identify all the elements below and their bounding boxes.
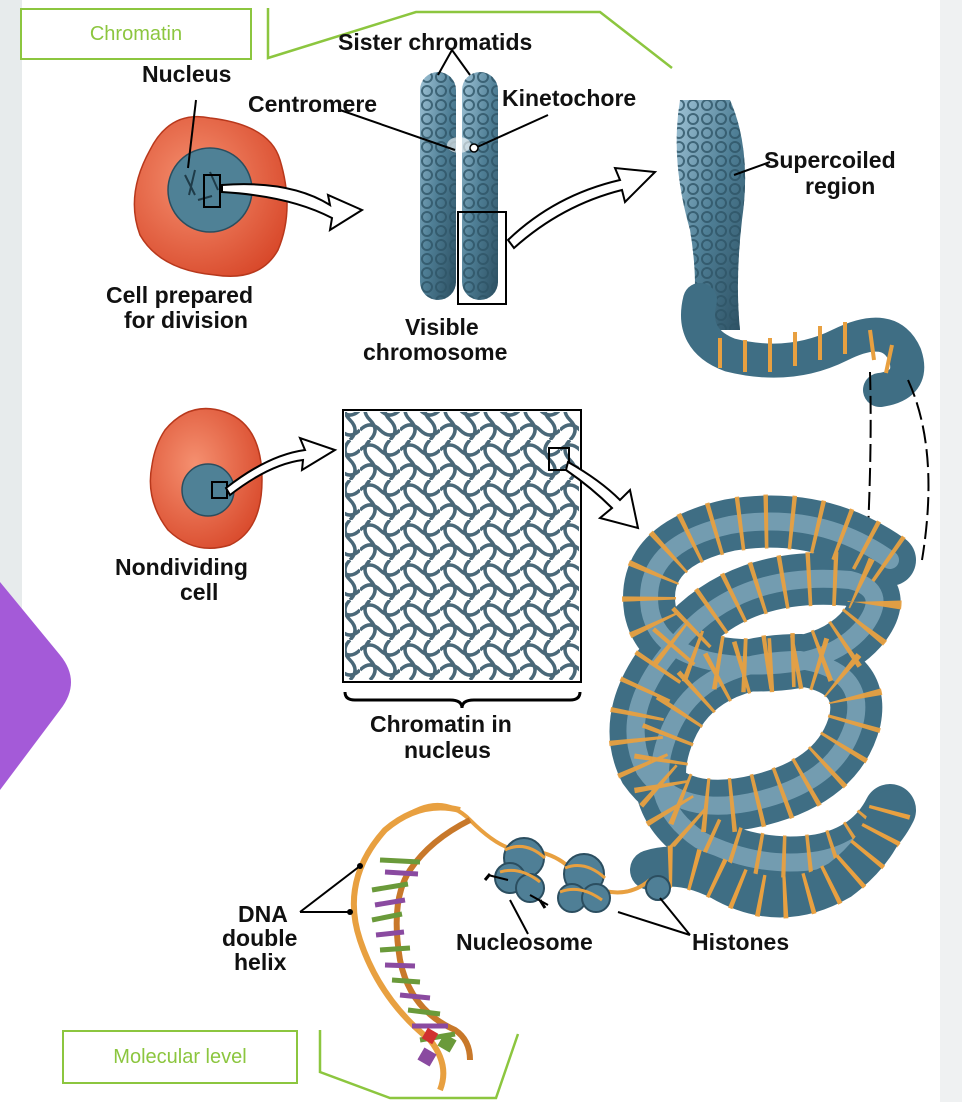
dna-double-helix (300, 808, 470, 1091)
label-visible-line1: Visible (405, 314, 479, 340)
callout-chromatin: Chromatin (20, 8, 252, 60)
label-supercoiled-line2: region (805, 173, 875, 199)
chromatin-box (343, 410, 581, 708)
callout-molecular-level: Molecular level (62, 1030, 298, 1084)
arrow-chromosome-to-supercoil (508, 168, 655, 248)
label-dna-line1: DNA (238, 901, 288, 927)
label-nondividing-line2: cell (180, 579, 218, 605)
label-kinetochore: Kinetochore (502, 85, 636, 111)
label-cell-prepared-line1: Cell prepared (106, 282, 253, 308)
label-dna-line2: double (222, 925, 297, 951)
label-chromatin-nucleus-line1: Chromatin in (370, 711, 512, 737)
label-nucleus: Nucleus (142, 61, 231, 87)
molecular-callout-bracket (320, 1030, 518, 1098)
label-chromatin-nucleus-line2: nucleus (404, 737, 491, 763)
right-edge-texture (940, 0, 962, 1102)
label-nondividing-line1: Nondividing (115, 554, 248, 580)
label-histones: Histones (692, 929, 789, 955)
label-visible-line2: chromosome (363, 339, 507, 365)
coiled-chromatin-fiber (636, 522, 890, 898)
label-supercoiled-line1: Supercoiled (764, 147, 896, 173)
label-centromere: Centromere (248, 91, 377, 117)
label-sister-chromatids: Sister chromatids (338, 29, 532, 55)
label-cell-prepared-line2: for division (124, 307, 248, 333)
label-nucleosome: Nucleosome (456, 929, 593, 955)
purple-accent-shape (0, 582, 71, 790)
label-dna-line3: helix (234, 949, 287, 975)
